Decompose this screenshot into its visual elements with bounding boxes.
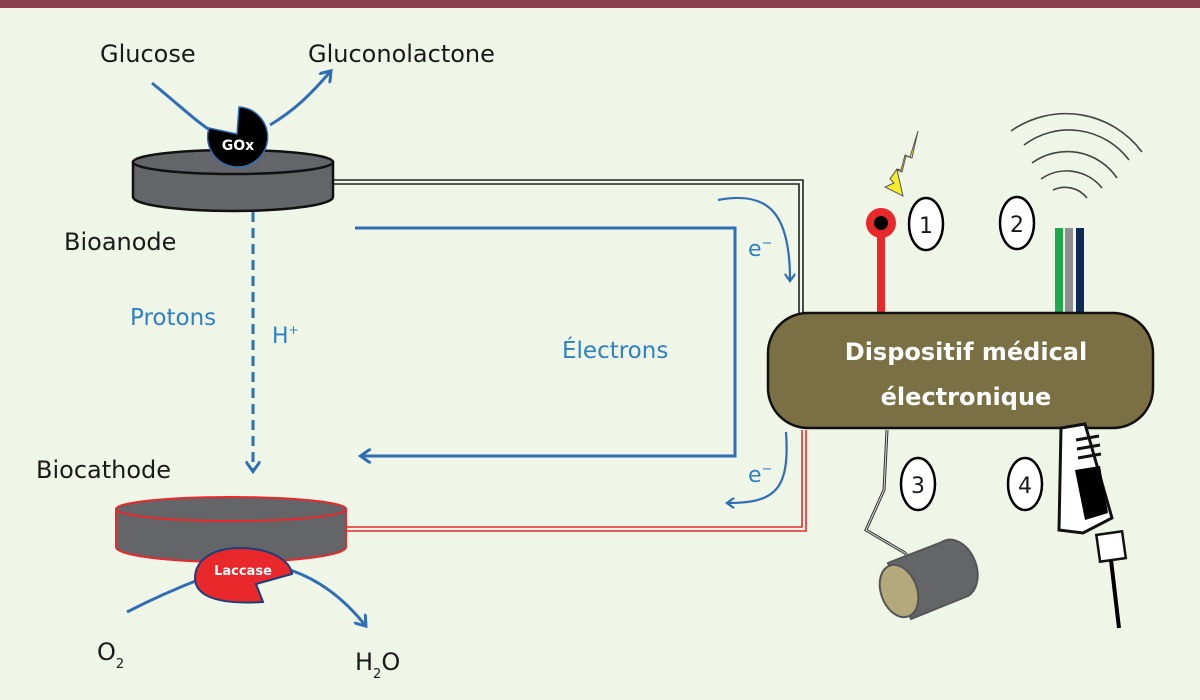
protons-label: Protons <box>130 305 216 331</box>
syringe-device <box>1057 422 1128 629</box>
wireless-antenna <box>1055 228 1084 314</box>
electrons-label: Électrons <box>562 336 668 364</box>
biocathode-label: Biocathode <box>36 456 171 484</box>
sensor-cylinder <box>878 538 979 621</box>
marker-3: 3 <box>899 456 937 512</box>
electron-arrow-bottom <box>728 431 788 503</box>
electron-arrow-top <box>717 196 790 280</box>
glucose-arrow <box>151 81 216 135</box>
laccase-enzyme <box>193 546 294 604</box>
oxygen-arrow <box>126 576 204 614</box>
svg-text:2: 2 <box>1010 213 1024 238</box>
electron-loop-arrow <box>355 226 737 456</box>
biocathode-electrode <box>115 496 347 563</box>
proton-symbol: H+ <box>272 323 299 349</box>
marker-1: 1 <box>907 196 945 252</box>
top-bar <box>0 0 1200 8</box>
gox-enzyme <box>206 106 269 168</box>
electron-symbol-bottom: e− <box>748 462 772 488</box>
oxygen-label: O2 <box>97 638 124 672</box>
device-label-line2: électronique <box>881 383 1052 411</box>
anode-wire <box>333 179 804 313</box>
marker-2: 2 <box>998 195 1036 251</box>
electron-symbol-top: e− <box>748 236 772 262</box>
stimulation-electrode <box>866 208 896 314</box>
svg-text:4: 4 <box>1018 474 1032 499</box>
water-label: H2O <box>355 648 400 682</box>
svg-text:1: 1 <box>919 214 933 239</box>
medical-device-box <box>766 311 1155 430</box>
svg-text:3: 3 <box>911 474 925 499</box>
wireless-signal-icon <box>1010 112 1143 199</box>
gox-label: GOx <box>222 138 254 154</box>
cathode-wire <box>346 430 807 532</box>
gluconolactone-arrow <box>269 72 330 127</box>
bioanode-label: Bioanode <box>64 228 176 256</box>
lightning-bolt-icon <box>883 130 919 197</box>
marker-4: 4 <box>1006 456 1044 512</box>
gluconolactone-label: Gluconolactone <box>308 40 495 68</box>
water-arrow <box>289 568 365 625</box>
glucose-label: Glucose <box>100 40 196 68</box>
laccase-label: Laccase <box>214 564 272 579</box>
device-label-line1: Dispositif médical <box>845 338 1087 366</box>
